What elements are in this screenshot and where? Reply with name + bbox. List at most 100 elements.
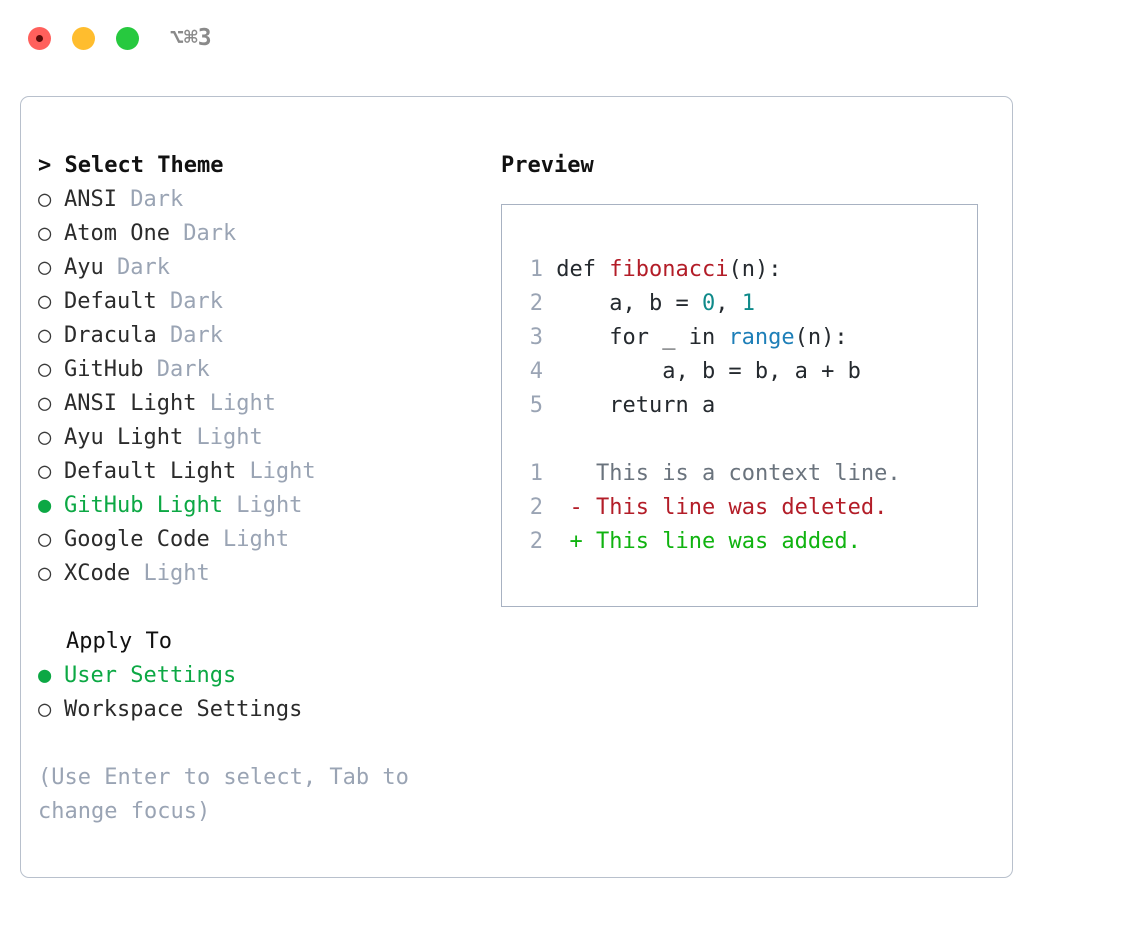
code-token: 0 [701, 291, 716, 316]
apply-to-option[interactable]: ○ Workspace Settings [38, 693, 478, 727]
theme-option[interactable]: ○ Google Code Light [38, 523, 478, 557]
theme-option[interactable]: ○ Atom One Dark [38, 217, 478, 251]
theme-option-kind: Dark [183, 221, 237, 246]
line-number: 1 [529, 257, 543, 282]
line-number: 1 [529, 461, 543, 486]
radio-unselected-icon: ○ [38, 187, 52, 212]
radio-unselected-icon: ○ [38, 697, 52, 722]
theme-option-kind: Dark [117, 255, 170, 280]
radio-unselected-icon: ○ [38, 289, 52, 314]
theme-option-kind: Light [222, 527, 290, 552]
code-token: a, b = [556, 291, 702, 316]
apply-to-header: Apply To [66, 629, 172, 654]
theme-option-label: Google Code [64, 527, 210, 552]
theme-option-kind: Light [209, 391, 276, 416]
theme-option[interactable]: ○XCode Light [38, 557, 478, 591]
close-button[interactable] [28, 27, 51, 50]
line-number: 2 [529, 529, 543, 554]
diff-line-text: - This line was deleted. [543, 495, 888, 520]
theme-option-label: Default Light [64, 459, 237, 484]
theme-option[interactable]: ○GitHub Dark [38, 353, 478, 387]
window-controls [28, 27, 139, 50]
preview-title: Preview [501, 153, 594, 178]
apply-to-option-label: Workspace Settings [64, 697, 303, 722]
theme-picker-header: Select Theme [64, 153, 224, 178]
theme-option-label: Dracula [64, 323, 157, 348]
radio-selected-icon: ● [38, 663, 52, 688]
theme-option-label: ANSI Light [64, 391, 197, 416]
theme-option[interactable]: ○ Default Light Light [38, 455, 478, 489]
theme-option-label: Atom One [64, 221, 170, 246]
theme-option[interactable]: ○ Ayu Dark [38, 251, 478, 285]
code-token: (n): [728, 257, 782, 282]
diff-text: This is a context line. [596, 461, 901, 486]
radio-unselected-icon: ○ [38, 357, 52, 382]
radio-unselected-icon: ○ [38, 527, 52, 552]
theme-option-label: Ayu Light [64, 425, 184, 450]
code-line: 3 for _ in range(n): [521, 321, 977, 355]
theme-option-kind: Dark [169, 289, 223, 314]
code-line: 2 a, b = 0, 1 [521, 287, 977, 321]
radio-unselected-icon: ○ [38, 323, 52, 348]
theme-option-kind: Light [196, 425, 263, 450]
theme-option[interactable]: ○ANSI Dark [38, 183, 478, 217]
apply-to-option[interactable]: ● User Settings [38, 659, 478, 693]
theme-option[interactable]: ○ Dracula Dark [38, 319, 478, 353]
theme-option-label: XCode [64, 561, 131, 586]
minimize-button[interactable] [72, 27, 95, 50]
page-title: > Select Theme [38, 149, 478, 183]
theme-option-label: Ayu [64, 255, 104, 280]
keyboard-shortcut-label: ⌥⌘3 [170, 25, 212, 51]
code-line: 5 return a [521, 389, 977, 423]
diff-line-text: This is a context line. [543, 461, 901, 486]
theme-option[interactable]: ○Ayu Light Light [38, 421, 478, 455]
radio-unselected-icon: ○ [38, 459, 52, 484]
line-number: 2 [529, 291, 543, 316]
line-number: 5 [529, 393, 543, 418]
line-number: 4 [529, 359, 543, 384]
radio-selected-icon: ● [38, 493, 52, 518]
radio-unselected-icon: ○ [38, 391, 52, 416]
theme-option-kind: Dark [169, 323, 223, 348]
code-token: a, b = b, a + b [556, 359, 861, 384]
theme-option-kind: Dark [156, 357, 210, 382]
diff-line: 2 - This line was deleted. [521, 491, 977, 525]
code-token: def [556, 257, 610, 282]
code-token: return a [556, 393, 716, 418]
line-number: 3 [529, 325, 543, 350]
code-token: , [715, 291, 742, 316]
apply-to-option-label: User Settings [64, 663, 237, 688]
line-number: 2 [529, 495, 543, 520]
diff-sign: + [569, 529, 583, 554]
code-token: (n): [794, 325, 848, 350]
diff-sign: - [569, 495, 583, 520]
code-line: 4 a, b = b, a + b [521, 355, 977, 389]
diff-sample: 1 This is a context line.2 - This line w… [521, 457, 977, 559]
title-bar: ⌥⌘3 [0, 0, 1140, 78]
diff-line-text: + This line was added. [543, 529, 861, 554]
theme-list: ○ANSI Dark○Atom One Dark○Ayu Dark○Defaul… [38, 183, 478, 591]
code-token: range [728, 325, 795, 350]
theme-option-kind: Light [236, 493, 303, 518]
theme-option[interactable]: ●GitHub Light Light [38, 489, 478, 523]
diff-text: This line was added. [596, 529, 861, 554]
diff-text: This line was deleted. [596, 495, 888, 520]
radio-unselected-icon: ○ [38, 221, 52, 246]
theme-option[interactable]: ○ ANSI Light Light [38, 387, 478, 421]
spacer [38, 591, 478, 625]
diff-line: 1 This is a context line. [521, 457, 977, 491]
focus-caret-icon: > [38, 153, 52, 178]
maximize-button[interactable] [116, 27, 139, 50]
theme-option-kind: Dark [130, 187, 184, 212]
preview-column: Preview 1 def fibonacci(n):2 a, b = 0, 1… [501, 149, 991, 607]
content-panel: > Select Theme ○ANSI Dark○Atom One Dark○… [20, 96, 1013, 878]
theme-option-kind: Light [249, 459, 316, 484]
theme-option[interactable]: ○Default Dark [38, 285, 478, 319]
radio-unselected-icon: ○ [38, 561, 52, 586]
code-token: 1 [741, 291, 755, 316]
theme-picker-column: > Select Theme ○ANSI Dark○Atom One Dark○… [38, 149, 478, 829]
radio-unselected-icon: ○ [38, 255, 52, 280]
diff-line: 2 + This line was added. [521, 525, 977, 559]
